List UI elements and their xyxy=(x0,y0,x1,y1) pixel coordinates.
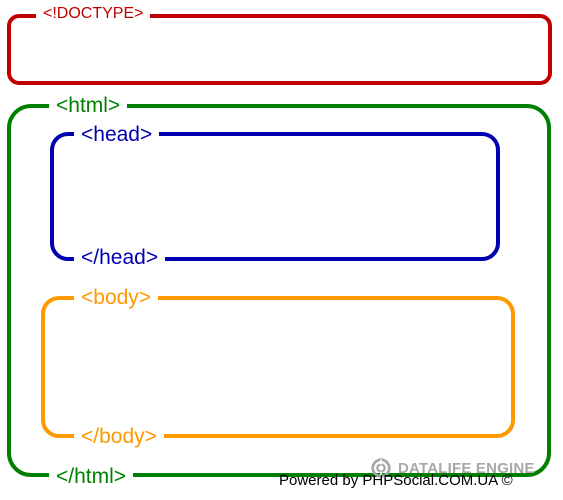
body-open-tag-label: <body> xyxy=(74,287,159,308)
body-frame xyxy=(41,296,515,438)
head-close-tag-label: </head> xyxy=(74,247,166,268)
datalife-engine-watermark: DATALIFE ENGINE xyxy=(370,457,535,479)
doctype-frame xyxy=(7,14,552,85)
doctype-label: <!DOCTYPE> xyxy=(36,6,151,22)
head-open-tag-label: <head> xyxy=(74,124,160,145)
html-close-tag-label: </html> xyxy=(49,466,134,487)
html-frame xyxy=(7,104,551,477)
html-open-tag-label: <html> xyxy=(49,95,128,116)
powered-by-text: Powered by PHPSocial.COM.UA © xyxy=(279,472,513,489)
watermark-text: DATALIFE ENGINE xyxy=(398,459,535,477)
head-frame xyxy=(50,132,500,261)
datalife-engine-logo-icon xyxy=(371,458,391,478)
body-close-tag-label: </body> xyxy=(74,426,164,447)
